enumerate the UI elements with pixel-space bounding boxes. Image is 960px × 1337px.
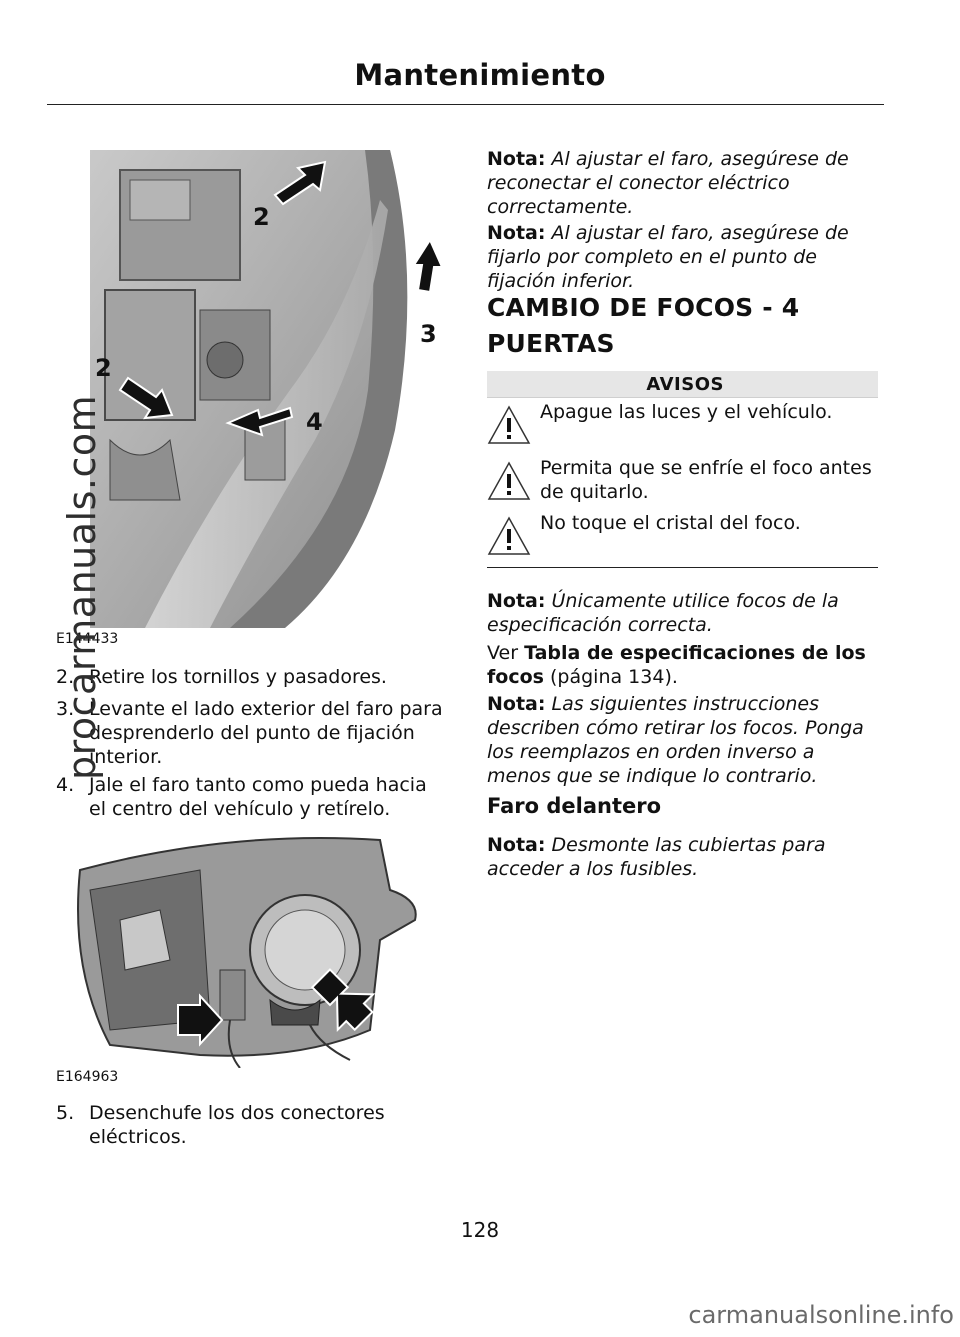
header-divider — [47, 104, 884, 105]
callout-label: 3 — [420, 320, 437, 348]
section-title: CAMBIO DE FOCOS - 4 PUERTAS — [487, 290, 879, 362]
arrow-connector-right — [310, 968, 376, 1033]
step-number: 5. — [56, 1102, 75, 1124]
section-title-line: PUERTAS — [487, 329, 615, 358]
note-text: Al ajustar el faro, asegúrese de fijarlo… — [487, 222, 849, 292]
warning-item: No toque el cristal del foco. — [487, 511, 879, 555]
list-item: 3. Levante el lado exterior del faro par… — [56, 697, 446, 769]
callout-label: 2 — [253, 203, 270, 231]
subsection-title: Faro delantero — [487, 794, 662, 818]
warnings-header-label: AVISOS — [646, 374, 724, 395]
list-item: 2. Retire los tornillos y pasadores. — [56, 665, 446, 689]
note-text: Únicamente utilice focos de la especific… — [487, 590, 839, 636]
note-label: Nota: — [487, 148, 546, 170]
warnings-divider — [487, 567, 878, 568]
warning-triangle-icon — [487, 516, 531, 555]
callout-label: 4 — [306, 408, 323, 436]
arrow-callout-4 — [225, 406, 294, 437]
step-text: Desenchufe los dos conectores eléctricos… — [89, 1102, 385, 1148]
page-reference: (página 134). — [550, 666, 678, 688]
bottom-watermark: carmanualsonline.info — [688, 1301, 954, 1329]
headlamp-connectors-illustration — [50, 830, 442, 1068]
section-title-line: CAMBIO DE FOCOS - 4 — [487, 293, 800, 322]
arrow-callout-2-top — [273, 160, 327, 206]
note: Nota: Al ajustar el faro, asegúrese de f… — [487, 221, 879, 293]
warning-text: Permita que se enfríe el foco antes de q… — [540, 457, 872, 503]
side-watermark: procarmanuals.com — [60, 394, 104, 780]
callout-label: 2 — [95, 354, 112, 382]
list-item: 4. Jale el faro tanto como pueda hacia e… — [56, 773, 446, 821]
warning-triangle-icon — [487, 405, 531, 444]
note-label: Nota: — [487, 834, 546, 856]
arrow-connector-left — [177, 993, 224, 1047]
step-number: 4. — [56, 774, 75, 796]
note-text: Desmonte las cubiertas para acceder a lo… — [487, 834, 826, 880]
figure-code: E164963 — [56, 1069, 119, 1085]
note-text: Al ajustar el faro, asegúrese de reconec… — [487, 148, 849, 218]
step-text: Levante el lado exterior del faro para d… — [89, 698, 443, 768]
arrow-callout-2-bottom — [118, 376, 174, 420]
note-label: Nota: — [487, 693, 546, 715]
cross-reference: Ver Tabla de especificaciones de los foc… — [487, 641, 879, 689]
step-number: 3. — [56, 698, 75, 720]
warning-text: Apague las luces y el vehículo. — [540, 401, 833, 423]
note-label: Nota: — [487, 222, 546, 244]
headlamp-removal-illustration: 2 3 2 4 — [50, 140, 442, 628]
step-text: Retire los tornillos y pasadores. — [89, 666, 387, 688]
page-number: 128 — [460, 1218, 500, 1242]
note-text: Las siguientes instrucciones describen c… — [487, 693, 864, 787]
arrow-callout-3 — [412, 237, 442, 294]
warning-item: Permita que se enfríe el foco antes de q… — [487, 456, 879, 504]
note-label: Nota: — [487, 590, 546, 612]
warning-item: Apague las luces y el vehículo. — [487, 400, 879, 444]
list-item: 5. Desenchufe los dos conectores eléctri… — [56, 1101, 446, 1149]
figure-code: E144433 — [56, 631, 119, 647]
note: Nota: Desmonte las cubiertas para accede… — [487, 833, 879, 881]
warning-text: No toque el cristal del foco. — [540, 512, 801, 534]
warning-triangle-icon — [487, 461, 531, 500]
ver-prefix: Ver — [487, 642, 519, 664]
note: Nota: Al ajustar el faro, asegúrese de r… — [487, 147, 879, 219]
step-number: 2. — [56, 666, 75, 688]
page-header-title: Mantenimiento — [354, 58, 606, 92]
note: Nota: Las siguientes instrucciones descr… — [487, 692, 879, 788]
warnings-header: AVISOS — [487, 371, 878, 398]
step-text: Jale el faro tanto como pueda hacia el c… — [89, 774, 427, 820]
spec-table-link[interactable]: Tabla de especificaciones de los focos — [487, 642, 866, 688]
note: Nota: Únicamente utilice focos de la esp… — [487, 589, 879, 637]
